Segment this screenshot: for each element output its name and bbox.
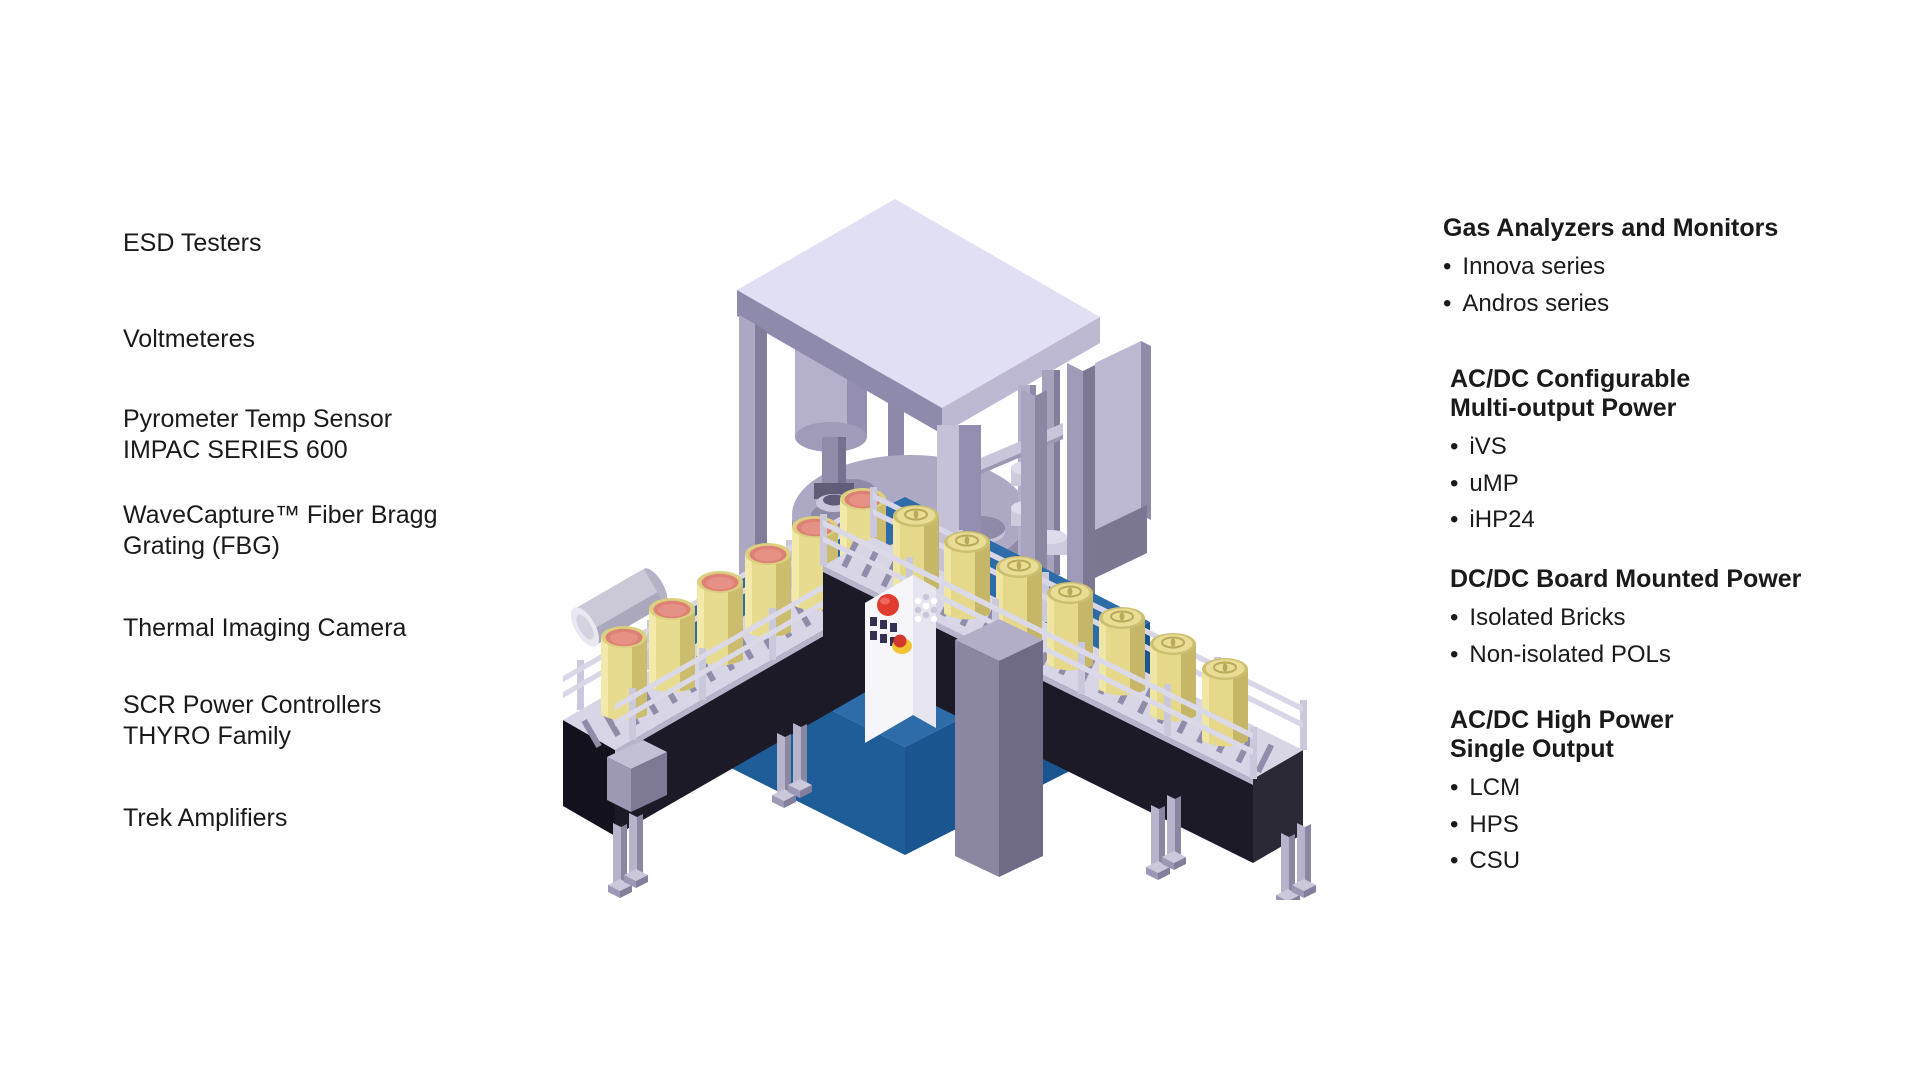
product-section-dcdc-board: DC/DC Board Mounted Power •Isolated Bric… <box>1450 565 1870 673</box>
pedestal <box>955 619 1043 877</box>
bullet-icon: • <box>1450 433 1459 460</box>
product-section-acdc-configurable: AC/DC Configurable Multi-output Power •i… <box>1450 365 1870 539</box>
equipment-label-pyrometer: Pyrometer Temp Sensor IMPAC SERIES 600 <box>123 405 393 464</box>
section-title: AC/DC Configurable Multi-output Power <box>1450 365 1691 422</box>
equipment-label-esd-testers: ESD Testers <box>123 229 262 257</box>
equipment-label-wavecapture: WaveCapture™ Fiber Bragg Grating (FBG) <box>123 501 438 560</box>
product-item: •iHP24 <box>1450 506 1535 533</box>
product-item: •CSU <box>1450 847 1521 874</box>
product-item: •Andros series <box>1443 289 1610 317</box>
indicator-buttons <box>914 593 938 623</box>
bullet-icon: • <box>1450 640 1459 668</box>
bullet-icon: • <box>1450 774 1459 801</box>
product-item: •iVS <box>1450 433 1507 460</box>
product-item: •LCM <box>1450 774 1521 801</box>
bullet-icon: • <box>1443 289 1452 317</box>
equipment-label-voltmeters: Voltmeteres <box>123 325 256 353</box>
equipment-label-scr-controllers: SCR Power Controllers THYRO Family <box>123 691 382 750</box>
product-item: •Isolated Bricks <box>1450 604 1626 631</box>
bullet-icon: • <box>1450 506 1459 533</box>
bullet-icon: • <box>1450 604 1459 631</box>
bullet-icon: • <box>1450 469 1459 497</box>
machine-illustration <box>563 199 1316 900</box>
gantry-top <box>737 199 1100 434</box>
product-item: •Non-isolated POLs <box>1450 640 1671 668</box>
section-title: Gas Analyzers and Monitors <box>1443 214 1779 242</box>
equipment-label-trek-amplifiers: Trek Amplifiers <box>123 804 288 832</box>
bullet-icon: • <box>1450 847 1459 874</box>
selector-buttons <box>870 617 897 646</box>
product-item: •HPS <box>1450 810 1519 838</box>
product-item: •Innova series <box>1443 253 1606 280</box>
start-button <box>877 594 899 616</box>
section-title: DC/DC Board Mounted Power <box>1450 565 1802 593</box>
product-item: •uMP <box>1450 469 1519 497</box>
control-panel <box>865 575 938 743</box>
section-title: AC/DC High Power Single Output <box>1450 706 1674 763</box>
emergency-stop-button <box>892 634 912 654</box>
equipment-label-thermal-camera: Thermal Imaging Camera <box>123 614 407 642</box>
bullet-icon: • <box>1450 810 1459 838</box>
product-section-acdc-high-power: AC/DC High Power Single Output •LCM •HPS… <box>1450 706 1870 880</box>
bullet-icon: • <box>1443 253 1452 280</box>
product-section-gas-analyzers: Gas Analyzers and Monitors •Innova serie… <box>1443 214 1863 322</box>
left-conveyor-motor-box <box>607 740 667 812</box>
